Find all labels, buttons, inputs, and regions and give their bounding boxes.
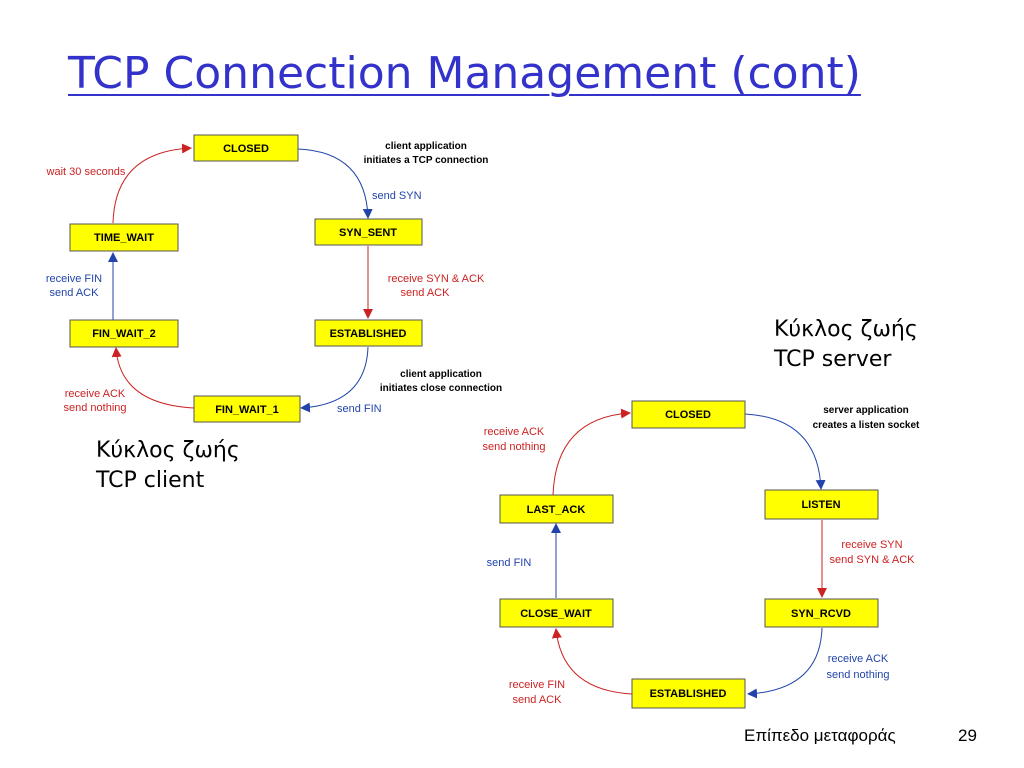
client-arrow-recv-ack	[111, 347, 195, 409]
client-state-fin-wait-1: FIN_WAIT_1	[193, 395, 301, 423]
client-state-time-wait: TIME_WAIT	[69, 223, 179, 252]
svg-text:CLOSE_WAIT: CLOSE_WAIT	[520, 608, 592, 620]
page-number: 29	[958, 726, 977, 745]
client-label-send-syn: send SYN	[372, 190, 422, 202]
server-arrow-to-listen	[744, 413, 826, 490]
client-label-recv-ack-line1: receive ACK	[65, 388, 126, 400]
server-label-recv-ack-line2: send nothing	[827, 669, 890, 681]
server-label-send-fin: send FIN	[487, 557, 532, 569]
svg-text:LAST_ACK: LAST_ACK	[527, 504, 586, 516]
svg-text:ESTABLISHED: ESTABLISHED	[330, 328, 407, 340]
client-note-close-line2: initiates close connection	[380, 383, 502, 394]
client-state-established: ESTABLISHED	[314, 319, 423, 347]
server-label-recv-syn-line1: receive SYN	[841, 539, 902, 551]
svg-text:CLOSED: CLOSED	[665, 409, 711, 421]
svg-text:SYN_RCVD: SYN_RCVD	[791, 608, 851, 620]
server-state-listen: LISTEN	[764, 489, 879, 520]
server-caption: Κύκλος ζωής TCP server	[774, 315, 918, 375]
server-arrow-recv-fin	[551, 628, 633, 695]
server-arrow-last-ack	[552, 408, 631, 496]
server-state-close-wait: CLOSE_WAIT	[499, 598, 614, 628]
server-diagram: CLOSED LISTEN SYN_RCVD ESTABLISHED CLOSE…	[483, 400, 920, 709]
server-note-listen-line1: server application	[823, 405, 909, 416]
server-label-recv-syn-line2: send SYN & ACK	[830, 554, 916, 566]
server-note-listen-line2: creates a listen socket	[813, 420, 920, 431]
client-state-closed: CLOSED	[193, 134, 299, 162]
client-state-fin-wait-2: FIN_WAIT_2	[69, 319, 179, 348]
server-state-syn-rcvd: SYN_RCVD	[764, 598, 879, 628]
server-arrow-recv-ack	[747, 627, 823, 699]
svg-text:CLOSED: CLOSED	[223, 143, 269, 155]
client-label-recv-fin-line1: receive FIN	[46, 273, 102, 285]
client-label-recv-ack-line2: send nothing	[64, 402, 127, 414]
svg-text:ESTABLISHED: ESTABLISHED	[650, 688, 727, 700]
client-label-recv-synack-line1: receive SYN & ACK	[388, 273, 485, 285]
server-state-closed: CLOSED	[631, 400, 746, 429]
server-caption-line2: TCP server	[774, 347, 892, 372]
slide-title: TCP Connection Management (cont)	[68, 48, 861, 99]
svg-text:LISTEN: LISTEN	[801, 499, 840, 511]
client-caption-line1: Κύκλος ζωής	[96, 438, 240, 463]
svg-text:SYN_SENT: SYN_SENT	[339, 227, 397, 239]
server-state-last-ack: LAST_ACK	[499, 494, 614, 524]
client-note-connect-line2: initiates a TCP connection	[364, 155, 489, 166]
client-arrow-send-syn	[297, 148, 373, 219]
svg-text:TIME_WAIT: TIME_WAIT	[94, 232, 154, 244]
client-note-connect-line1: client application	[385, 141, 467, 152]
server-label-recv-fin-line2: send ACK	[513, 694, 563, 706]
client-arrow-send-fin	[300, 346, 369, 413]
client-arrow-wait	[112, 143, 192, 224]
server-state-established: ESTABLISHED	[631, 678, 746, 709]
client-caption: Κύκλος ζωής TCP client	[96, 436, 240, 496]
client-note-close-line1: client application	[400, 369, 482, 380]
client-label-recv-synack-line2: send ACK	[401, 287, 451, 299]
client-label-send-fin: send FIN	[337, 403, 382, 415]
client-label-recv-fin-line2: send ACK	[50, 287, 100, 299]
server-label-recv-ack-line1: receive ACK	[828, 653, 889, 665]
server-label-recv-fin-line1: receive FIN	[509, 679, 565, 691]
server-caption-line1: Κύκλος ζωής	[774, 317, 918, 342]
client-state-syn-sent: SYN_SENT	[314, 218, 423, 246]
svg-text:FIN_WAIT_2: FIN_WAIT_2	[92, 328, 156, 340]
client-label-wait: wait 30 seconds	[46, 166, 126, 178]
client-diagram: CLOSED SYN_SENT ESTABLISHED FIN_WAIT_1 F…	[46, 134, 502, 423]
svg-text:FIN_WAIT_1: FIN_WAIT_1	[215, 404, 279, 416]
server-label-last-recv-ack-line1: receive ACK	[484, 426, 545, 438]
footer-label: Επίπεδο μεταφοράς	[744, 726, 896, 745]
client-caption-line2: TCP client	[96, 468, 205, 493]
server-label-last-recv-ack-line2: send nothing	[483, 441, 546, 453]
